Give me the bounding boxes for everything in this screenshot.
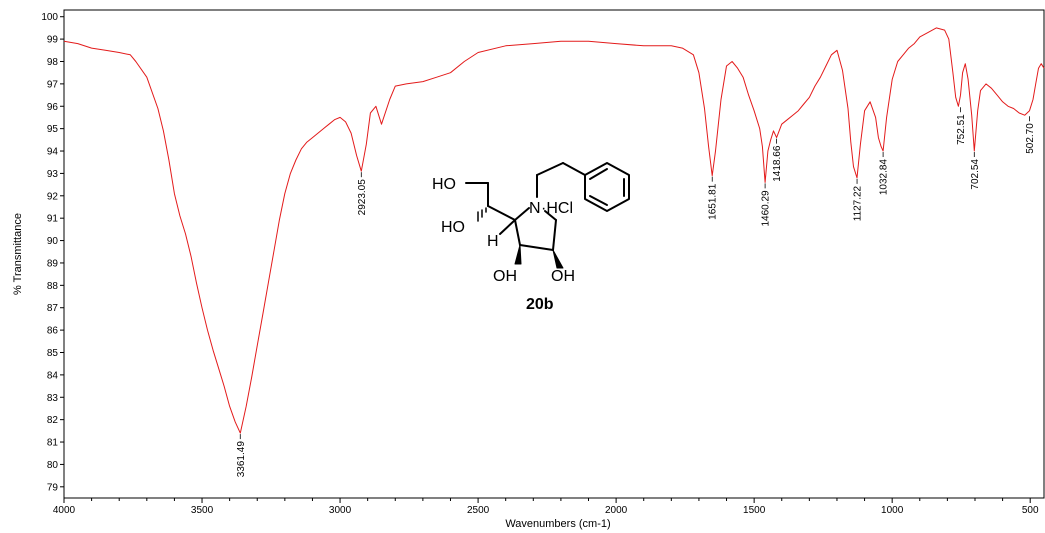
bond-c5-n [544,210,557,221]
x-tick-label: 500 [1022,505,1039,516]
bond-c2-choh [487,205,516,221]
y-tick-label: 92 [47,191,59,202]
peak-label: 1418.66 [772,145,783,182]
y-tick-label: 100 [41,12,58,23]
peak-label: 1032.84 [879,159,890,196]
y-tick-label: 86 [47,326,59,337]
n-label: N [529,200,541,217]
oh-right-label: OH [551,268,575,285]
spectrum-series [63,27,1045,434]
peak-label: 1127.22 [853,185,864,221]
bond-c4-c5 [552,219,557,251]
y-tick-label: 83 [47,393,59,404]
y-tick-label: 91 [47,214,59,225]
y-axis-title: % Transmittance [12,213,24,295]
y-tick-label: 99 [47,35,59,46]
peak-label: 702.54 [970,159,981,190]
y-tick-label: 87 [47,303,59,314]
peak-label: 1460.29 [761,190,772,227]
wedge-bond-c4-oh [552,249,564,269]
peak-label: 1651.81 [708,183,719,220]
y-tick-label: 82 [47,415,59,426]
x-tick-label: 1500 [743,505,766,516]
molecule-structure [465,162,630,269]
bond-c3-c4 [519,244,554,251]
bond-n-c2 [514,207,530,221]
peak-label: 2923.05 [357,179,368,216]
oh-left-label: OH [493,268,517,285]
compound-label: 20b [526,296,554,313]
wedge-bond-c3-oh [514,244,522,265]
bond-ch2-ph [562,162,586,176]
hcl-label: ·HCl [541,200,573,217]
spectrum-line [63,27,1045,434]
molecule-labels: HO HO H N ·HCl OH OH 20b [432,176,575,313]
x-tick-label: 2000 [605,505,628,516]
y-tick-label: 89 [47,258,59,269]
hashed-bond-oh [477,207,487,222]
peak-label: 502.70 [1025,123,1036,154]
y-tick-label: 96 [47,102,59,113]
benzene-ring [584,162,630,212]
plot-frame [63,9,1045,499]
benzene-double-bond-1 [589,168,608,180]
benzene-double-bond-3 [589,195,608,206]
x-tick-label: 1000 [881,505,904,516]
x-tick-label: 4000 [53,505,76,516]
y-tick-label: 88 [47,281,59,292]
y-tick-label: 80 [47,460,59,471]
x-tick-label: 2500 [467,505,490,516]
bond-c2-c3 [514,219,521,246]
y-tick-label: 85 [47,348,59,359]
y-tick-label: 98 [47,57,59,68]
x-tick-label: 3500 [191,505,214,516]
chart-axes: 79 80 81 82 83 84 85 86 87 88 89 90 91 92 93 94 95 96 97 98… [41,9,1045,516]
h-label: H [487,233,499,250]
x-axis-title: Wavenumbers (cm-1) [505,518,610,530]
bond-c2-h [499,219,516,235]
y-tick-label: 95 [47,124,59,135]
y-tick-label: 79 [47,482,59,493]
y-tick-label: 94 [47,147,59,158]
ho-side-label: HO [441,219,465,236]
x-tick-label: 3000 [329,505,352,516]
peak-label: 752.51 [956,114,967,145]
peak-label: 3361.49 [236,441,247,478]
y-tick-label: 81 [47,438,59,449]
bond-ch2-ch2 [536,162,564,176]
ho-top-label: HO [432,176,456,193]
y-tick-label: 97 [47,79,59,90]
y-tick-label: 93 [47,169,59,180]
y-tick-label: 90 [47,236,59,247]
y-tick-label: 84 [47,370,59,381]
